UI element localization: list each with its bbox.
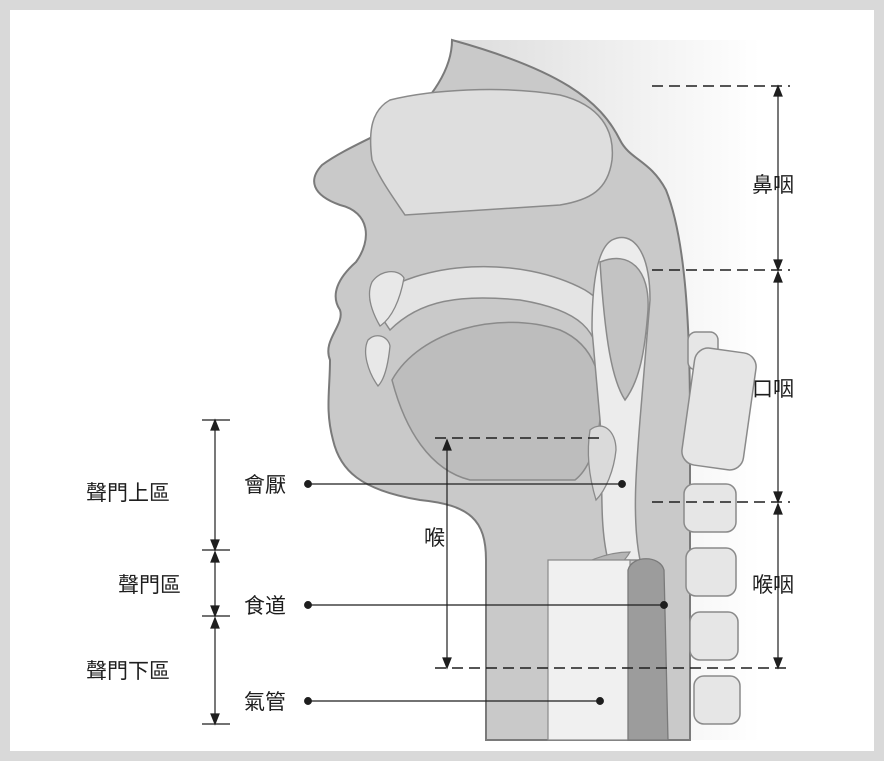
trachea-column xyxy=(548,560,630,740)
diagram-panel: 鼻咽 口咽 喉咽 喉 會厭 食道 氣管 聲門上區 聲門區 聲門下區 xyxy=(10,10,874,751)
label-esophagus: 食道 xyxy=(244,594,286,618)
vertebra-c6 xyxy=(694,676,740,724)
vertebra-c3 xyxy=(684,484,736,532)
label-subglottis: 聲門下區 xyxy=(86,659,170,683)
vertebra-c4 xyxy=(686,548,736,596)
label-glottis: 聲門區 xyxy=(118,573,181,597)
label-supraglottis: 聲門上區 xyxy=(86,481,170,505)
label-laryngopharynx: 喉咽 xyxy=(752,573,794,597)
throat-anatomy-diagram: 鼻咽 口咽 喉咽 喉 會厭 食道 氣管 聲門上區 聲門區 聲門下區 xyxy=(10,10,874,751)
label-nasopharynx: 鼻咽 xyxy=(752,173,794,197)
nasal-cavity xyxy=(371,90,613,215)
esophagus-shape xyxy=(628,559,668,740)
label-trachea: 氣管 xyxy=(244,690,286,714)
vertebra-c5 xyxy=(690,612,738,660)
label-larynx: 喉 xyxy=(424,526,445,550)
label-epiglottis: 會厭 xyxy=(244,473,286,497)
label-oropharynx: 口咽 xyxy=(752,377,794,401)
glottic-region-bracket xyxy=(202,420,230,724)
